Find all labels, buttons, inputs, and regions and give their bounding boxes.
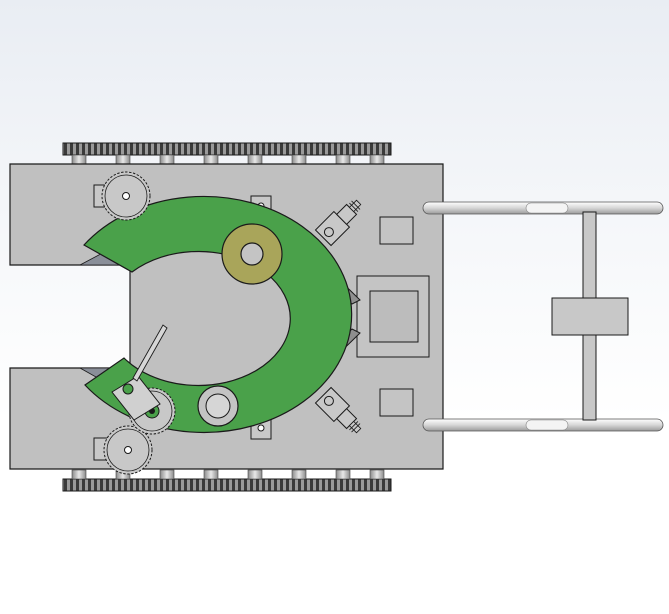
track-bottom [62, 469, 392, 492]
actuator-bottom [314, 386, 362, 434]
actuator-top [314, 199, 362, 247]
rail-bottom [422, 418, 664, 432]
pivot-bushing [221, 223, 283, 285]
track-top [62, 142, 392, 165]
center-block [356, 275, 430, 358]
pad-top [379, 216, 414, 245]
rail-top [422, 201, 664, 215]
gear-top [93, 171, 151, 221]
gear-bottom [93, 425, 153, 475]
handle-block [551, 297, 629, 336]
lower-bushing [197, 385, 239, 427]
pad-bottom [379, 388, 414, 417]
lever-arm [111, 324, 168, 421]
